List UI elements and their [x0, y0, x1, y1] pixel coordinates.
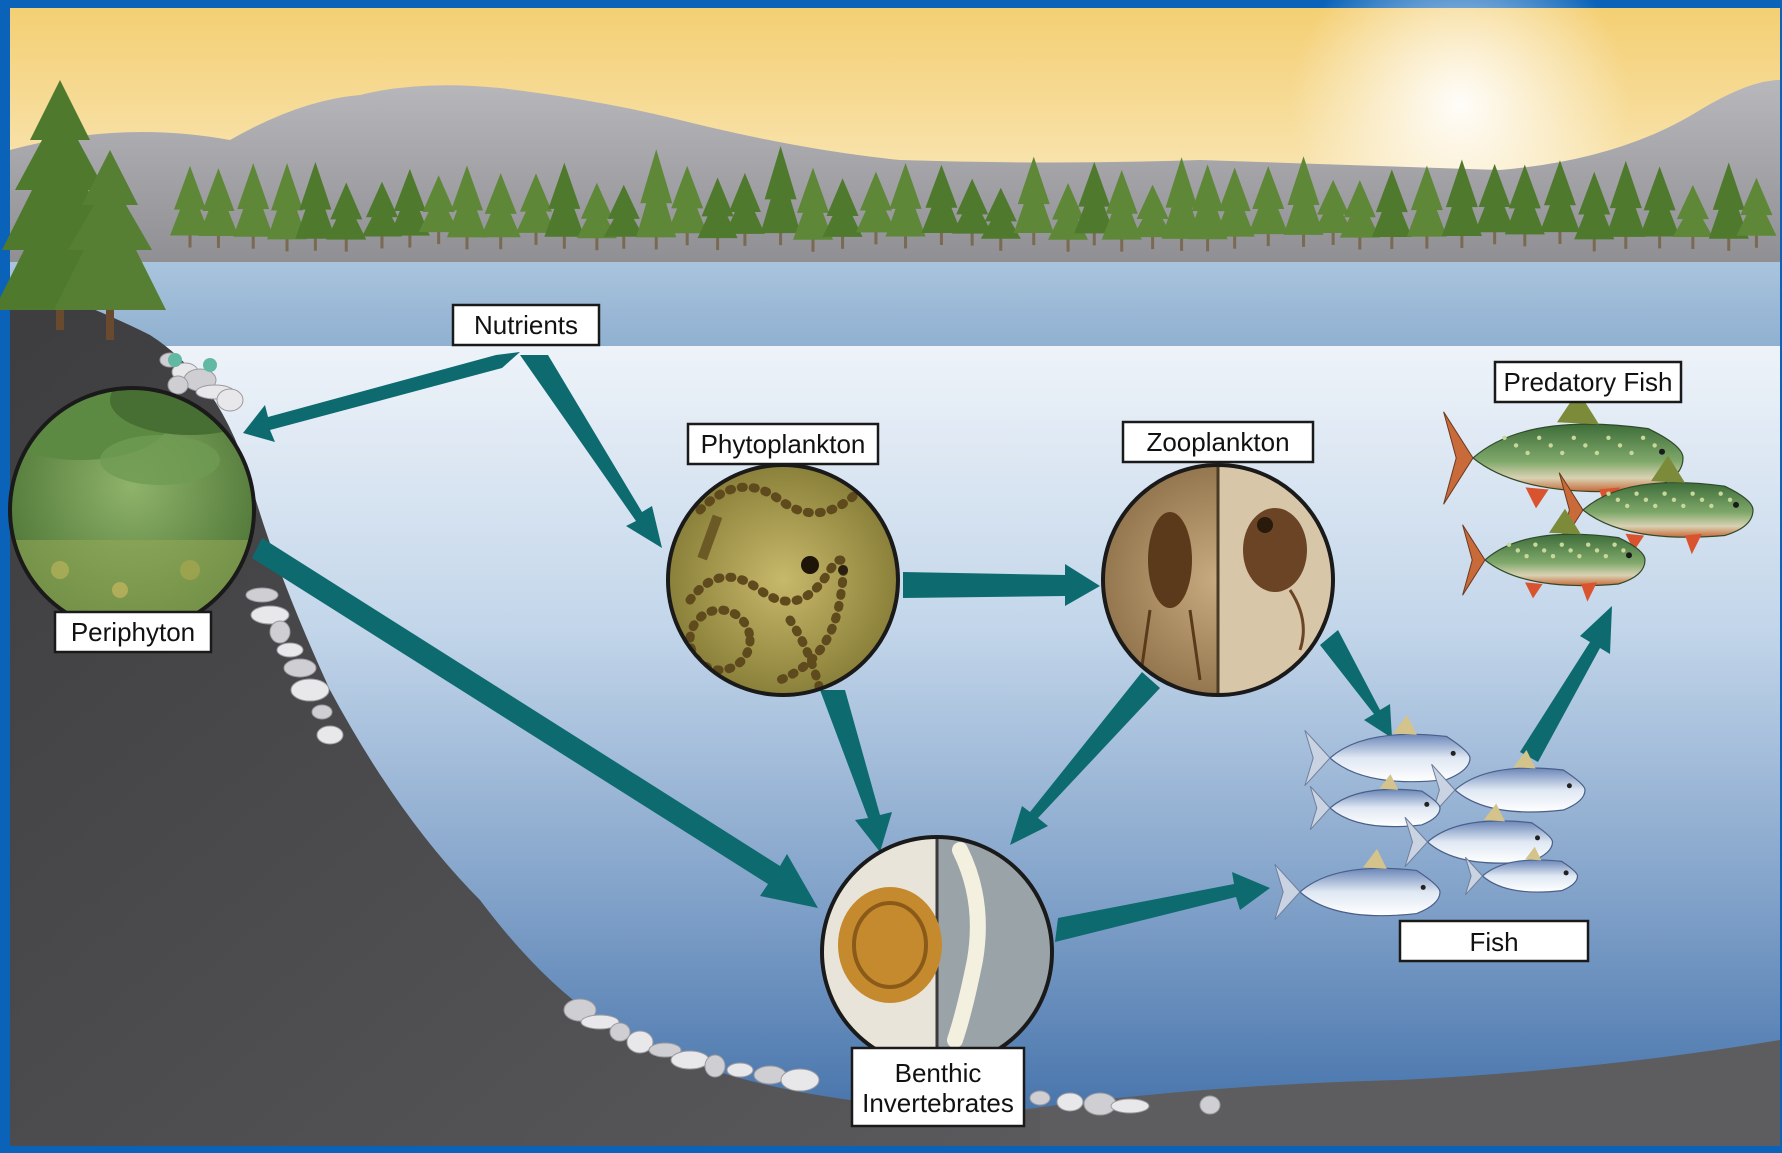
- rock: [217, 389, 243, 411]
- label-periphyton-text: Periphyton: [71, 617, 195, 647]
- label-periphyton: Periphyton: [55, 612, 211, 652]
- lake-surface: [10, 262, 1780, 348]
- algae-patch: [168, 353, 182, 367]
- label-phytoplankton-text: Phytoplankton: [701, 429, 866, 459]
- label-benthic-line1: Benthic: [895, 1058, 982, 1088]
- rock: [277, 643, 303, 657]
- rock: [270, 621, 290, 643]
- rock: [727, 1063, 753, 1077]
- label-benthic-invertebrates: Benthic Invertebrates: [852, 1048, 1024, 1126]
- label-fish-text: Fish: [1469, 927, 1518, 957]
- rock: [317, 726, 343, 744]
- rock: [312, 705, 332, 719]
- label-phytoplankton: Phytoplankton: [688, 424, 878, 464]
- rock: [671, 1051, 709, 1069]
- rock: [168, 376, 188, 394]
- label-nutrients-text: Nutrients: [474, 310, 578, 340]
- rock: [284, 659, 316, 677]
- label-zooplankton-text: Zooplankton: [1146, 427, 1289, 457]
- phytoplankton-image: [668, 465, 898, 695]
- label-predatory-fish: Predatory Fish: [1495, 362, 1681, 402]
- rock: [291, 679, 329, 701]
- label-predatory-fish-text: Predatory Fish: [1503, 367, 1672, 397]
- rock: [1030, 1091, 1050, 1105]
- label-benthic-line2: Invertebrates: [862, 1088, 1014, 1118]
- rock: [246, 588, 278, 602]
- rock: [1200, 1096, 1220, 1114]
- label-zooplankton: Zooplankton: [1123, 422, 1313, 462]
- rock: [1057, 1093, 1083, 1111]
- rock: [610, 1023, 630, 1041]
- rock: [1111, 1099, 1149, 1113]
- label-nutrients: Nutrients: [453, 305, 599, 345]
- rock: [705, 1055, 725, 1077]
- label-fish: Fish: [1400, 921, 1588, 961]
- rock: [781, 1069, 819, 1091]
- algae-patch: [203, 358, 217, 372]
